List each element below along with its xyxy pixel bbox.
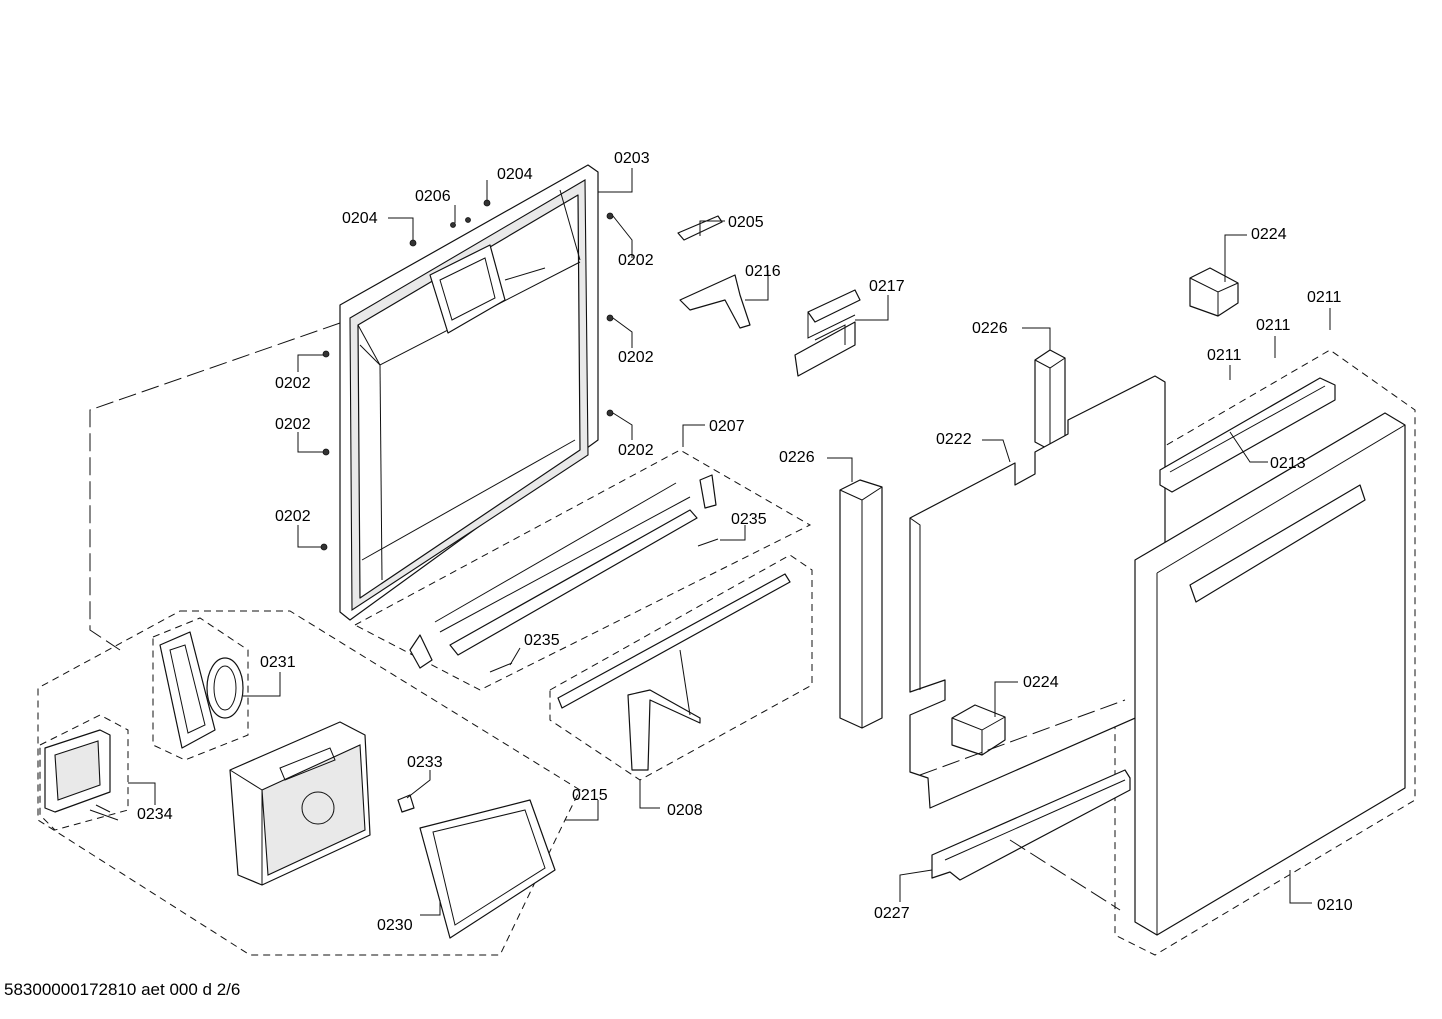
part-0217 [794, 289, 861, 377]
handle-bar-0213 [1159, 377, 1336, 493]
label-0202-l1: 0202 [275, 375, 311, 392]
dispenser-unit [229, 721, 371, 886]
label-0207: 0207 [709, 418, 745, 435]
label-0211-b: 0211 [1256, 317, 1291, 334]
label-0202-l2: 0202 [275, 416, 311, 433]
leader-lines [128, 168, 1331, 916]
label-0215: 0215 [572, 787, 608, 804]
label-0230: 0230 [377, 917, 413, 934]
bottom-strip-0227 [931, 769, 1131, 881]
label-0224-mid: 0224 [1023, 674, 1059, 691]
label-0222: 0222 [936, 431, 972, 448]
label-0227: 0227 [874, 905, 910, 922]
label-0210: 0210 [1317, 897, 1353, 914]
label-0217: 0217 [869, 278, 905, 295]
label-0202-r1: 0202 [618, 252, 654, 269]
part-0233 [397, 794, 415, 813]
label-0224-top: 0224 [1251, 226, 1287, 243]
hinge-bracket-parts [677, 215, 751, 329]
label-0202-l3: 0202 [275, 508, 311, 525]
label-0216: 0216 [745, 263, 781, 280]
outer-door-panel-0210 [1134, 412, 1406, 936]
label-0203: 0203 [614, 150, 650, 167]
rail-0208 [557, 573, 791, 771]
spacer-block-top [1189, 267, 1239, 317]
part-0234 [44, 729, 119, 821]
label-0205: 0205 [728, 214, 764, 231]
label-0235-right: 0235 [731, 511, 767, 528]
insulation-post-left [839, 479, 883, 729]
assembly-group-0207-outline [353, 449, 812, 691]
screws [320, 199, 614, 551]
label-0233: 0233 [407, 754, 443, 771]
rail-0207 [409, 474, 719, 673]
label-0202-r3: 0202 [618, 442, 654, 459]
label-0231: 0231 [260, 654, 296, 671]
label-0211-a: 0211 [1307, 289, 1342, 306]
label-0204-left: 0204 [342, 210, 378, 227]
label-0204-top: 0204 [497, 166, 533, 183]
document-id-footer: 58300000172810 aet 000 d 2/6 [4, 980, 241, 999]
label-0235-mid: 0235 [524, 632, 560, 649]
door-inner-frame [339, 164, 599, 621]
label-0206: 0206 [415, 188, 451, 205]
part-0230 [419, 799, 556, 939]
label-0234: 0234 [137, 806, 173, 823]
label-0208: 0208 [667, 802, 703, 819]
label-0213: 0213 [1270, 455, 1306, 472]
label-0226-left: 0226 [779, 449, 815, 466]
part-0231 [159, 631, 244, 749]
part-labels: 0203 0204 0206 0204 0205 0202 0216 0217 … [137, 150, 1353, 934]
label-0226-top: 0226 [972, 320, 1008, 337]
label-0202-r2: 0202 [618, 349, 654, 366]
assembly-group-0208-outline [549, 554, 813, 781]
label-0211-c: 0211 [1207, 347, 1242, 364]
insulation-post-right [1034, 349, 1066, 451]
spacer-block-mid [951, 704, 1006, 756]
